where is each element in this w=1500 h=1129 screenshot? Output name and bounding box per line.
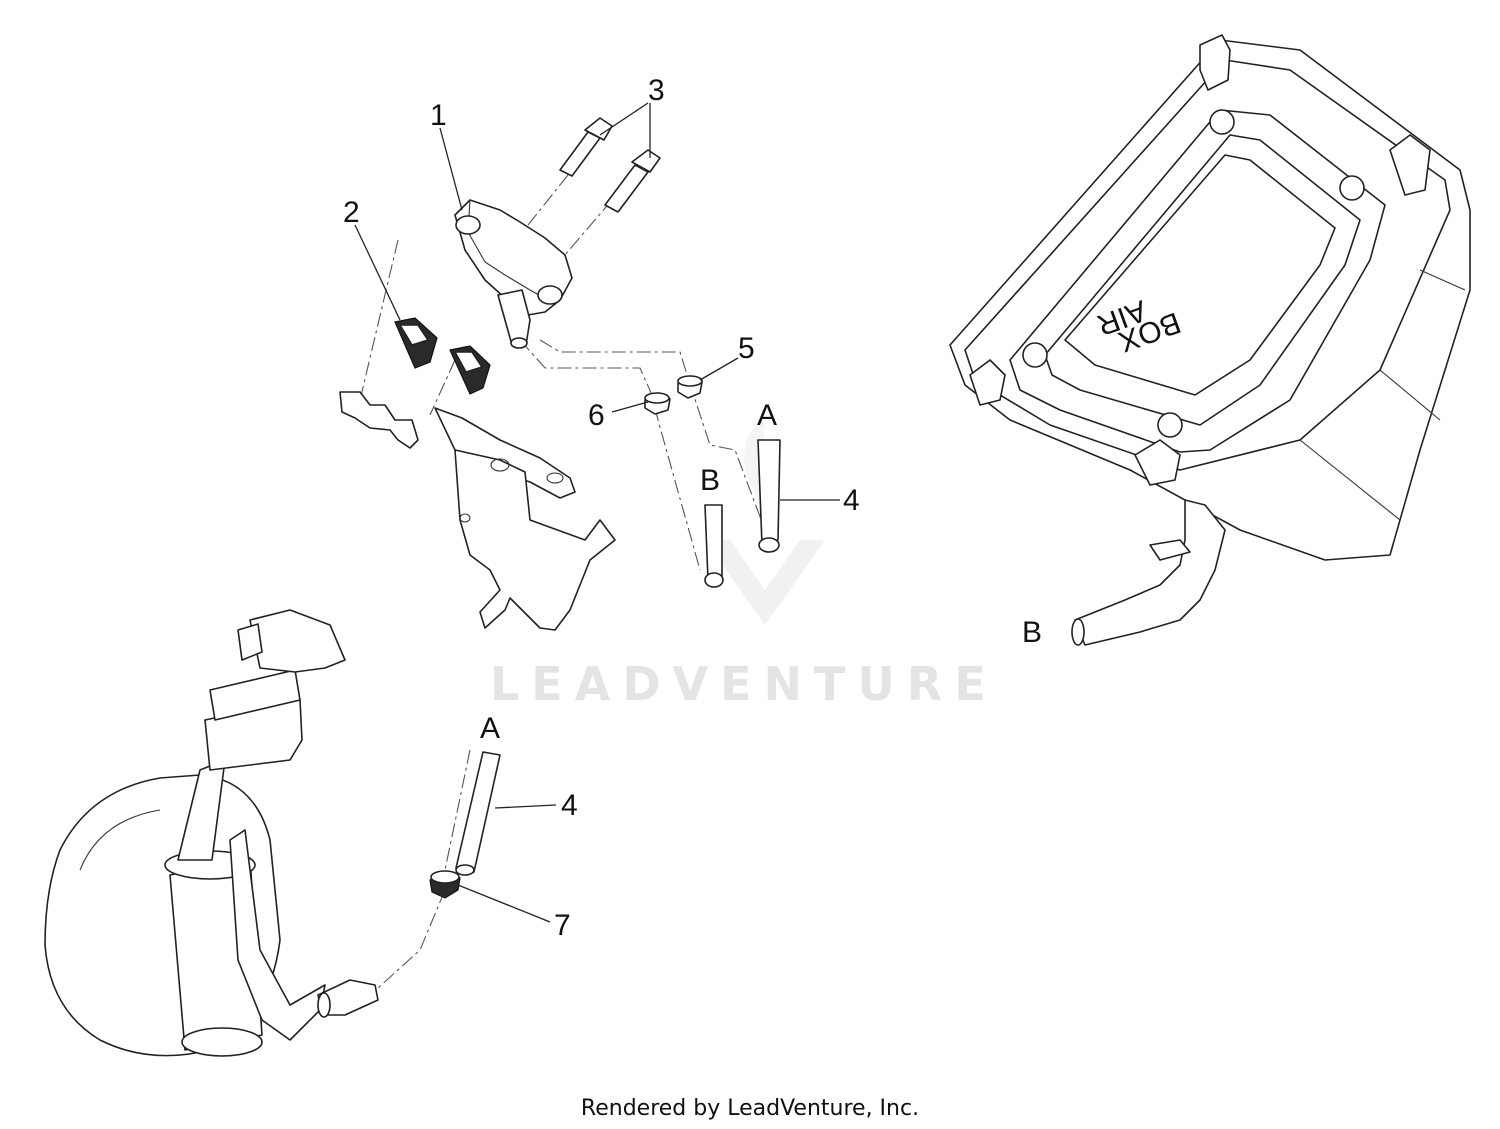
- clip-left: [394, 317, 438, 369]
- leader-lines: [354, 102, 840, 923]
- callout-4-lower: 4: [561, 789, 578, 822]
- callout-5: 5: [738, 332, 755, 365]
- hose-a-upper: [757, 439, 781, 553]
- reference-b-hose: B: [700, 464, 720, 497]
- callout-7: 7: [554, 909, 571, 942]
- watermark-text: LEADVENTURE: [490, 657, 998, 711]
- callout-6: 6: [588, 399, 605, 432]
- air-box: AIR BOX: [949, 34, 1471, 646]
- clip-right: [449, 345, 491, 395]
- callout-2: 2: [343, 196, 360, 229]
- reference-a-upper: A: [757, 399, 777, 432]
- bolt-lower: [604, 149, 661, 213]
- mounting-bracket: [339, 391, 616, 631]
- footer-credit: Rendered by LeadVenture, Inc.: [581, 1096, 919, 1121]
- reference-b-airbox: B: [1022, 616, 1042, 649]
- callout-4-upper: 4: [843, 484, 860, 517]
- hose-a-lower: [455, 751, 501, 876]
- bolt-upper: [559, 117, 613, 177]
- fuel-pump-assembly: [44, 609, 379, 1057]
- cap-part-5: [677, 375, 703, 399]
- vent-valve: [454, 199, 573, 349]
- callout-1: 1: [430, 99, 447, 132]
- hose-b-upper: [704, 504, 724, 588]
- callout-3: 3: [648, 74, 665, 107]
- cap-part-6: [644, 392, 671, 415]
- cap-part-7: [429, 870, 461, 899]
- reference-a-lower: A: [480, 712, 500, 745]
